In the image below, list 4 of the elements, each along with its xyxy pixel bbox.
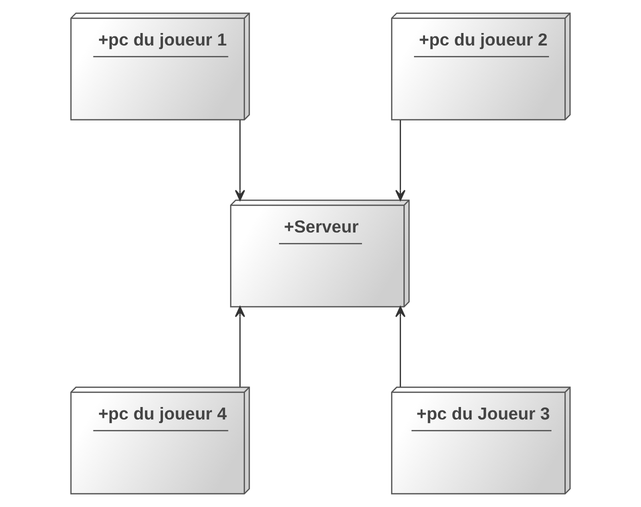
arrow [234,306,246,387]
arrow [395,306,406,387]
arrow [234,120,246,201]
arrow [395,120,406,201]
